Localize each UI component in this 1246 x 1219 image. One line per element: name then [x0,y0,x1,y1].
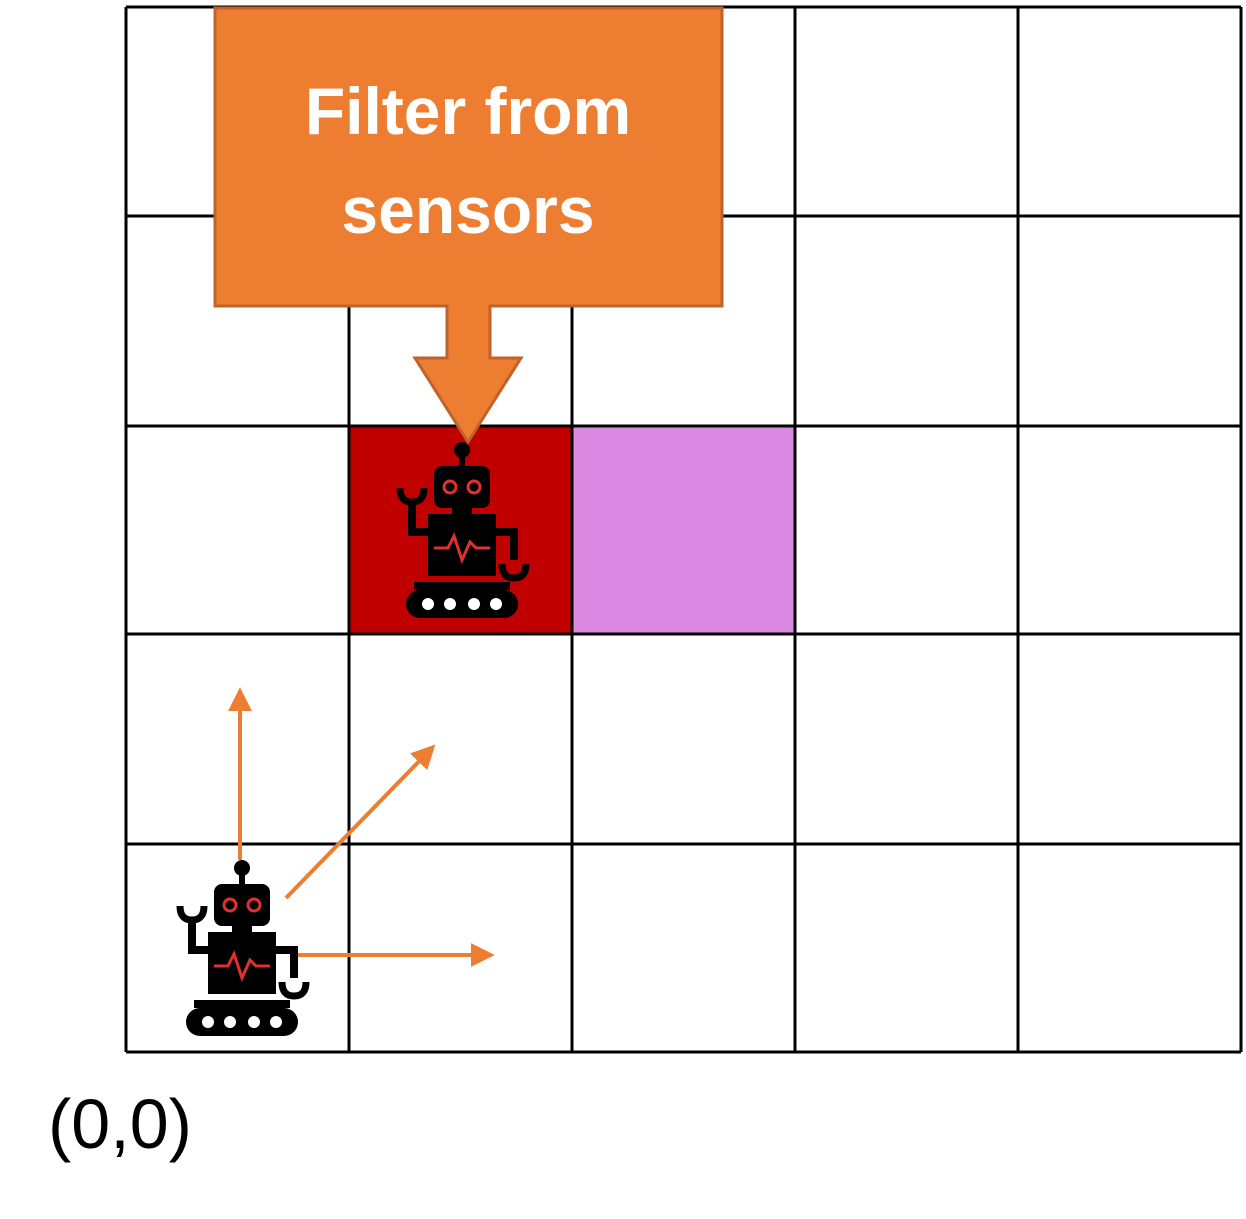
motion-arrows [228,687,495,967]
callout-line-1: Filter from [305,74,631,148]
origin-label: (0,0) [48,1085,192,1163]
robot-icon-origin [180,860,306,1036]
arrow-up-right [284,744,436,900]
callout-line-2: sensors [341,173,594,247]
neighbor-cell [572,426,795,634]
callout-shape [213,6,724,445]
sensor-filter-callout: Filter from sensors [213,6,724,445]
